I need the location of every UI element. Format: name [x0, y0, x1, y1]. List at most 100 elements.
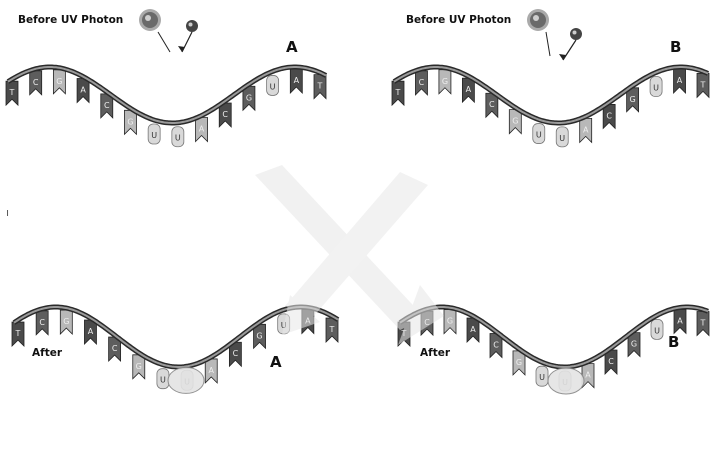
base-letter: A [466, 85, 472, 94]
base-letter: C [489, 100, 495, 109]
base-letter: G [630, 95, 636, 104]
base-letter: T [15, 329, 21, 338]
base-flag: T [392, 81, 404, 105]
base-letter: G [246, 93, 252, 102]
base-flag: G [124, 110, 136, 134]
base-letter: T [395, 88, 401, 97]
base-flag: G [133, 355, 145, 379]
scan-mark: ı [6, 206, 9, 219]
base-letter: A [294, 76, 300, 85]
base-flag: A [674, 69, 686, 93]
uracil-base: U [267, 75, 279, 95]
base-letter: G [136, 362, 142, 371]
uracil-base: U [157, 369, 169, 389]
base-letter: G [256, 331, 262, 340]
base-letter: G [631, 340, 637, 349]
base-flag: A [467, 318, 479, 342]
uv-photon-icon [139, 9, 161, 31]
base-letter: T [401, 329, 407, 338]
base-flag: T [6, 81, 18, 105]
base-letter: T [9, 88, 15, 97]
dna-strand-before-a: T C G A C G U U A C G U A T [0, 0, 358, 225]
state-label: After [32, 347, 62, 359]
photon-particle-icon [570, 28, 582, 40]
base-letter: U [151, 131, 157, 140]
base-flag: G [444, 310, 456, 334]
base-letter: T [700, 319, 706, 328]
base-letter: A [80, 86, 86, 95]
base-flag: T [697, 73, 709, 97]
uv-photon-icon [527, 9, 549, 31]
base-flag: T [12, 322, 24, 346]
base-flag: A [580, 118, 592, 142]
base-flag: T [326, 318, 338, 342]
base-letter: U [160, 376, 166, 385]
base-flag: G [53, 70, 65, 94]
base-flag: A [302, 309, 314, 333]
base-letter: C [104, 101, 110, 110]
base-flag: A [205, 359, 217, 383]
uracil-base: U [533, 124, 545, 144]
base-letter: U [175, 134, 181, 143]
uracil-base: U [651, 319, 663, 339]
photon-particle-icon [186, 20, 198, 32]
base-letter: A [677, 316, 683, 325]
base-flag: A [77, 79, 89, 103]
base-letter: G [63, 317, 69, 326]
label-pointer [546, 32, 550, 56]
base-letter: A [585, 371, 591, 380]
base-flag: G [60, 310, 72, 334]
base-letter: U [281, 321, 287, 330]
base-letter: U [559, 134, 565, 143]
base-letter: C [608, 357, 614, 366]
base-letter: G [512, 117, 518, 126]
base-flag: A [84, 320, 96, 344]
uracil-base: U [650, 76, 662, 96]
base-flag: C [415, 71, 427, 95]
base-letter: C [233, 349, 239, 358]
impact-arrow-icon [178, 32, 192, 52]
panel-letter: B [670, 38, 681, 56]
base-letter: A [305, 316, 311, 325]
base-letter: A [208, 366, 214, 375]
dimer-bond [548, 368, 584, 394]
base-letter: A [583, 125, 589, 134]
base-letter: T [700, 80, 706, 89]
uracil-base: U [278, 314, 290, 334]
uracil-base: U [536, 366, 548, 386]
base-letter: A [470, 325, 476, 334]
base-letter: C [424, 318, 430, 327]
impact-arrow-icon [559, 40, 576, 60]
base-letter: C [33, 78, 39, 87]
base-flag: C [421, 311, 433, 335]
base-letter: C [606, 111, 612, 120]
base-flag: C [36, 311, 48, 335]
panel-letter: A [286, 38, 298, 56]
state-label: After [420, 347, 450, 359]
base-letter: T [329, 325, 335, 334]
base-letter: G [127, 117, 133, 126]
uracil-base: U [556, 127, 568, 147]
panel-letter: A [270, 353, 282, 371]
base-letter: G [56, 77, 62, 86]
state-label: Before UV Photon [18, 14, 123, 26]
base-letter: U [653, 83, 659, 92]
base-flag: A [196, 118, 208, 142]
base-letter: G [516, 358, 522, 367]
base-flag: A [674, 309, 686, 333]
panel-before-a: T C G A C G U U A C G U A T Before UV Photon A [0, 0, 358, 225]
base-letter: U [270, 82, 276, 91]
label-pointer [158, 32, 170, 52]
base-flag: G [439, 70, 451, 94]
base-letter: U [654, 326, 660, 335]
base-letter: T [317, 82, 323, 91]
base-letter: G [447, 317, 453, 326]
panel-letter: B [668, 333, 679, 351]
base-letter: C [493, 341, 499, 350]
state-label: Before UV Photon [406, 14, 511, 26]
base-flag: G [509, 110, 521, 134]
base-letter: C [222, 110, 228, 119]
